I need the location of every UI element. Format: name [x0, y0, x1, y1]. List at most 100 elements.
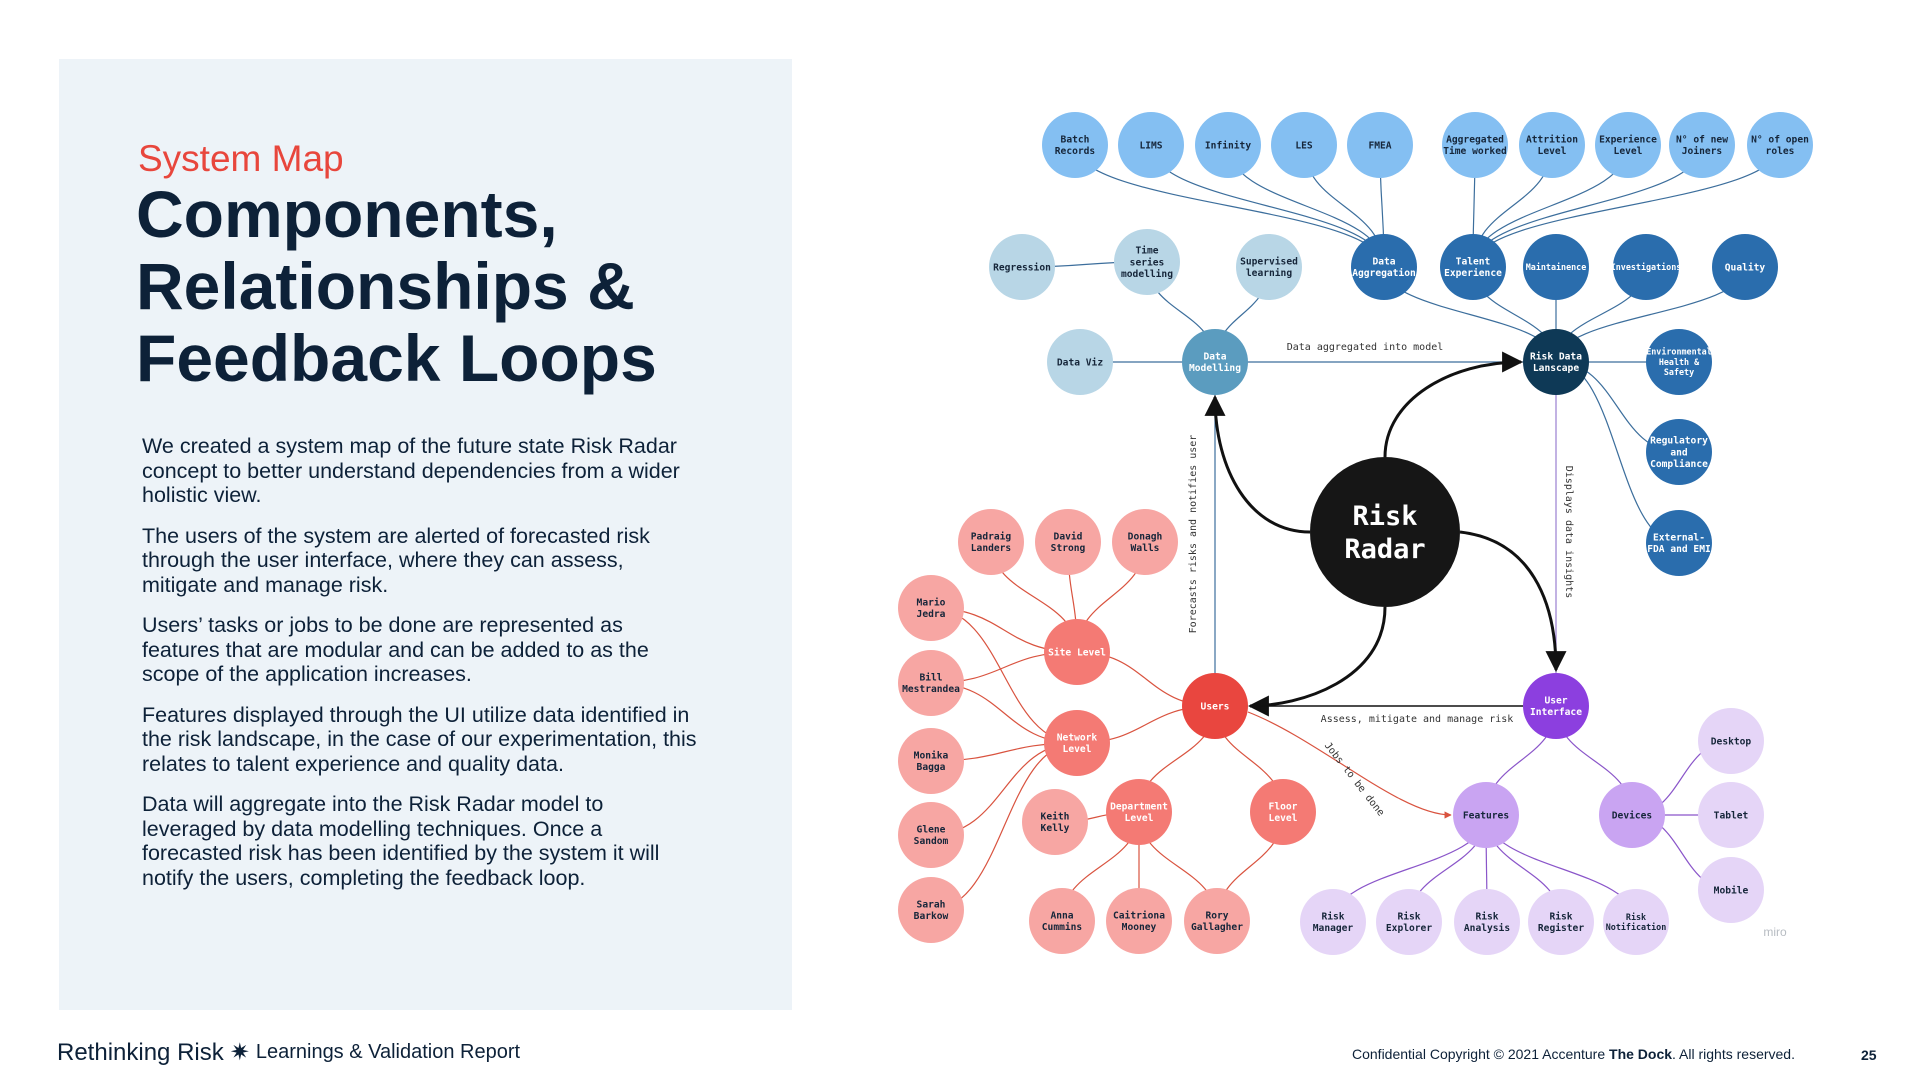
node-rory-label: Rory: [1205, 911, 1228, 922]
node-les-label: LES: [1295, 140, 1313, 151]
node-rory-label: Gallagher: [1191, 922, 1243, 933]
node-dataagg-label: Data: [1372, 257, 1395, 268]
node-riskmanager-circle: [1300, 889, 1366, 955]
node-regression: Regression: [989, 234, 1055, 300]
node-monika-label: Monika: [914, 750, 949, 762]
edge-label-displays: Displays data insights: [1563, 466, 1574, 598]
paragraph: Users’ tasks or jobs to be done are repr…: [142, 613, 649, 686]
node-external-circle: [1646, 510, 1712, 576]
node-les: LES: [1271, 112, 1337, 178]
node-site-circle: [1044, 619, 1110, 685]
paragraph: The users of the system are alerted of f…: [142, 523, 650, 597]
node-investigations: Investigations: [1611, 234, 1682, 300]
node-fmea: FMEA: [1347, 112, 1413, 178]
node-monika-label: Bagga: [917, 762, 946, 773]
node-sarah-circle: [898, 877, 964, 943]
node-david-circle: [1035, 509, 1101, 575]
node-mario-circle: [898, 575, 964, 641]
footer-brand: Rethinking Risk ✷ Learnings & Validation…: [57, 1038, 520, 1067]
node-donagh-label: Donagh: [1128, 532, 1163, 543]
node-riskmanager-label: Manager: [1313, 923, 1354, 934]
node-batch-circle: [1042, 112, 1108, 178]
node-users-circle: [1182, 673, 1248, 739]
node-ehs-label: Environmental: [1646, 347, 1712, 357]
node-riskanalysis-circle: [1454, 889, 1520, 955]
node-aggtime-label: Aggregated: [1446, 135, 1504, 146]
node-dataviz: Data Viz: [1047, 329, 1113, 395]
node-donagh-label: Walls: [1131, 543, 1160, 554]
node-risknotification-label: Risk: [1626, 912, 1646, 922]
node-openroles-circle: [1747, 112, 1813, 178]
node-mobile: Mobile: [1698, 857, 1764, 923]
node-ehs-label: Health &: [1659, 357, 1700, 367]
node-glene-circle: [898, 802, 964, 868]
node-padraig-label: Landers: [971, 543, 1011, 554]
node-regulatory-circle: [1646, 419, 1712, 485]
node-features: Features: [1453, 782, 1519, 848]
node-floor-circle: [1250, 779, 1316, 845]
node-investigations-label: Investigations: [1611, 262, 1682, 272]
edge-riskradar-ui: [1459, 530, 1567, 673]
node-network-label: Level: [1063, 744, 1092, 755]
node-experience-label: Level: [1614, 146, 1643, 157]
node-david-label: David: [1054, 531, 1083, 543]
node-external-label: FDA and EMI: [1647, 544, 1711, 555]
node-investigations-circle: [1613, 234, 1679, 300]
node-timeseries-circle: [1114, 229, 1180, 295]
node-talent-label: Experience: [1444, 267, 1502, 279]
node-experience-circle: [1595, 112, 1661, 178]
node-mobile-circle: [1698, 857, 1764, 923]
node-fmea-label: FMEA: [1368, 140, 1391, 151]
paragraph: We created a system map of the future st…: [142, 434, 680, 507]
node-newjoiners-circle: [1669, 112, 1735, 178]
node-attrition-label: Attrition: [1526, 134, 1578, 146]
node-risknotification-circle: [1603, 889, 1669, 955]
node-dataviz-label: Data Viz: [1057, 356, 1103, 368]
node-fmea-circle: [1347, 112, 1413, 178]
node-dataagg-circle: [1351, 234, 1417, 300]
node-newjoiners-label: Joiners: [1682, 145, 1722, 157]
node-bill-label: Bill: [919, 672, 942, 684]
node-supervised-label: learning: [1246, 267, 1292, 279]
node-department-circle: [1106, 779, 1172, 845]
node-ui-circle: [1523, 673, 1589, 739]
node-site: Site Level: [1044, 619, 1110, 685]
node-talent-label: Talent: [1456, 257, 1491, 268]
node-keith-label: Keith: [1041, 811, 1070, 823]
node-desktop-circle: [1698, 708, 1764, 774]
node-tablet-circle: [1698, 782, 1764, 848]
page-number: 25: [1861, 1047, 1877, 1063]
node-sarah-label: Sarah: [917, 900, 946, 911]
node-glene-label: Glene: [917, 825, 946, 836]
node-sarah-label: Barkow: [914, 911, 949, 922]
node-regression-circle: [989, 234, 1055, 300]
node-david-label: Strong: [1051, 543, 1086, 554]
node-newjoiners-label: N° of new: [1676, 135, 1728, 146]
node-bill-label: Mestrandea: [902, 684, 960, 695]
node-mobile-label: Mobile: [1714, 884, 1749, 896]
edge-label-assess: Assess, mitigate and manage risk: [1321, 714, 1514, 725]
node-dataviz-circle: [1047, 329, 1113, 395]
node-infinity-circle: [1195, 112, 1261, 178]
node-network-label: Network: [1057, 733, 1098, 744]
node-quality: Quality: [1712, 234, 1778, 300]
